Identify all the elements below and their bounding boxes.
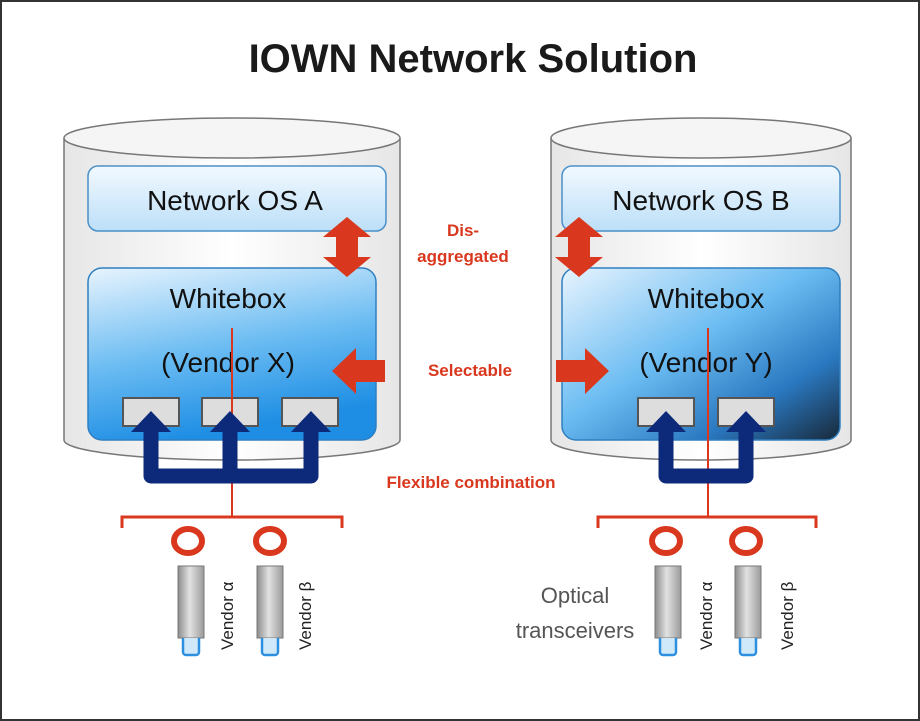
disaggregated-label-line1: Dis- [447, 221, 479, 240]
transceiver-body [177, 565, 205, 639]
network-os-b-box [561, 165, 841, 232]
double-arrow-right [555, 217, 603, 277]
whitebox-y-label: Whitebox [648, 283, 765, 314]
arrowheads [131, 411, 331, 432]
flexible-combination-arrows [143, 428, 319, 484]
vendor-alpha-label: Vendor α [218, 581, 237, 650]
flexible-combination-label: Flexible combination [386, 473, 555, 492]
transceiver-connector [260, 638, 280, 657]
whitebox-x-label: Whitebox [170, 283, 287, 314]
flexible-combination-arrows [658, 428, 754, 484]
diagram-title: IOWN Network Solution [249, 37, 698, 81]
network-os-b-label: Network OS B [612, 185, 789, 216]
arrowheads [646, 411, 766, 432]
selectable-label: Selectable [428, 361, 512, 380]
transceiver-bracket [596, 515, 818, 528]
network-os-a-box [87, 165, 387, 232]
left-cylinder-top [63, 117, 401, 159]
transceiver-ring [649, 526, 683, 556]
vendor-beta-label: Vendor β [296, 581, 315, 650]
transceiver-ring [729, 526, 763, 556]
transceiver-body [654, 565, 682, 639]
vendor-y-label: (Vendor Y) [639, 347, 772, 378]
selectable-arrow-left [332, 348, 385, 394]
transceiver-connector [181, 638, 201, 657]
transceiver-connector [738, 638, 758, 657]
transceiver-bracket [120, 515, 344, 528]
disaggregated-label-line2: aggregated [417, 247, 509, 266]
vendor-alpha-label: Vendor α [697, 581, 716, 650]
transceiver-body [256, 565, 284, 639]
disaggregated-arrows [323, 217, 603, 277]
vendor-x-label: (Vendor X) [161, 347, 295, 378]
network-os-a-label: Network OS A [147, 185, 323, 216]
right-cylinder-top [550, 117, 852, 159]
selectable-arrow-right [556, 348, 609, 394]
transceiver-ring [171, 526, 205, 556]
left-system: Network OS A Whitebox (Vendor X) Vendor … [63, 117, 401, 657]
double-arrow-left [323, 217, 371, 277]
vendor-beta-label: Vendor β [778, 581, 797, 650]
optical-label-line1: Optical [541, 583, 609, 608]
transceiver-ring [253, 526, 287, 556]
transceiver-connector [658, 638, 678, 657]
transceiver-body [734, 565, 762, 639]
optical-label-line2: transceivers [516, 618, 635, 643]
right-system: Network OS B Whitebox (Vendor Y) Vendor … [516, 117, 852, 657]
